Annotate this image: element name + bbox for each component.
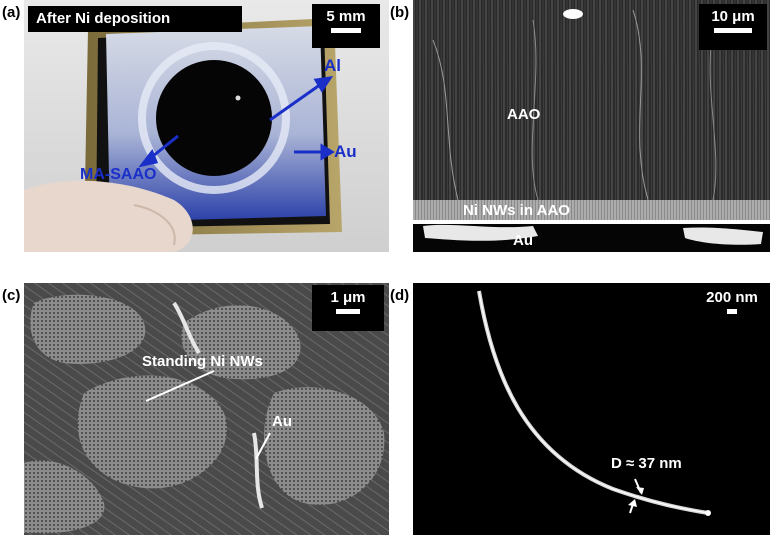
label-aao: AAO (507, 106, 541, 123)
label-ma-saao: MA-SAAO (80, 166, 157, 183)
au-ridge (252, 432, 264, 509)
finger (24, 180, 193, 252)
panel-c-sem: 1 μm Standing Ni NWs Au (24, 283, 389, 535)
panel-a-letter: (a) (2, 4, 21, 21)
ni-nw-island (77, 375, 227, 489)
label-au: Au (334, 142, 357, 161)
scalebar-bar (714, 28, 752, 33)
ni-nw-island (30, 294, 146, 364)
sem-top-view (24, 283, 389, 535)
scalebar-text: 5 mm (326, 8, 366, 25)
ni-nw-island (181, 305, 301, 380)
label-au-b: Au (513, 232, 533, 249)
ni-nw-island (264, 387, 385, 505)
ni-nw-island (24, 460, 105, 534)
scalebar-bar (727, 309, 737, 314)
ma-saao-window (156, 60, 272, 176)
panel-b-scalebar: 10 μm (699, 4, 767, 50)
blue-arrows (138, 76, 335, 168)
scalebar-text: 1 μm (330, 289, 366, 306)
au-layer (423, 224, 538, 241)
panel-b-sem: 10 μm AAO Ni NWs in AAO Au (413, 0, 770, 252)
panel-a-scalebar: 5 mm (312, 4, 380, 48)
ni-nws-layer (413, 200, 770, 220)
scalebar-bar (336, 309, 360, 314)
scalebar-bar (331, 28, 361, 33)
panel-a-photo: After Ni deposition 5 mm Al Au MA-SAAO (24, 0, 389, 252)
panel-d-scalebar: 200 nm (697, 285, 767, 331)
panel-d-sem: 200 nm D ≈ 37 nm (413, 283, 770, 535)
panel-d-letter: (d) (390, 287, 410, 304)
panel-c-scalebar: 1 μm (312, 285, 384, 331)
panel-b-letter: (b) (390, 4, 410, 21)
label-ni-nws-in-aao: Ni NWs in AAO (463, 202, 570, 219)
scalebar-text: 200 nm (706, 289, 758, 306)
panel-a-header: After Ni deposition (28, 6, 242, 32)
label-standing-ni-nws: Standing Ni NWs (142, 353, 263, 370)
single-nanowire-image (477, 290, 711, 516)
label-diameter: D ≈ 37 nm (611, 455, 682, 472)
panel-c-letter: (c) (2, 287, 21, 304)
label-au-c: Au (272, 413, 292, 430)
label-al: Al (324, 56, 341, 75)
scalebar-text: 10 μm (711, 8, 755, 25)
